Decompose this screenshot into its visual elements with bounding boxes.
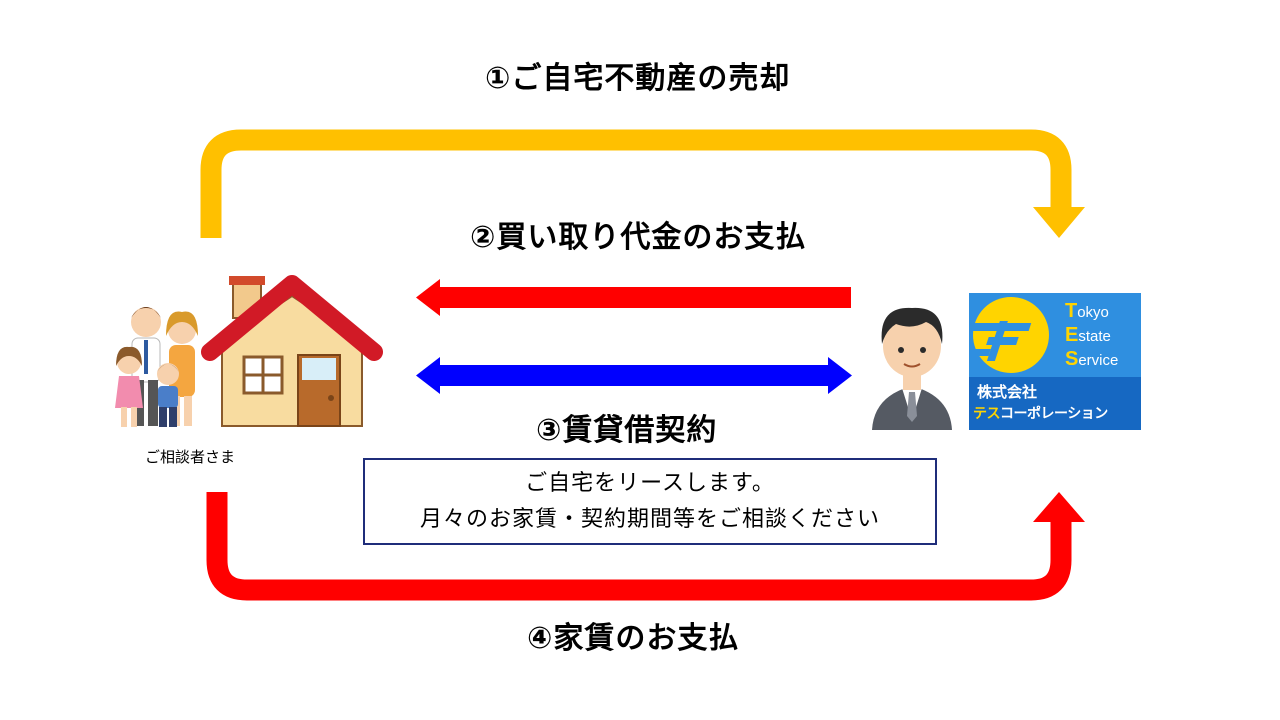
logo-word-estate: Estate	[1065, 324, 1111, 346]
lease-arrow-head-right	[828, 357, 852, 394]
step-1-label: ①ご自宅不動産の売却	[485, 61, 791, 96]
lease-arrow-shaft	[436, 365, 832, 386]
house-illustration	[201, 275, 383, 427]
payment-arrow-head	[416, 279, 440, 316]
payment-arrow-shaft	[438, 287, 851, 308]
rent-arrow	[206, 492, 1072, 601]
rent-arrow-head	[1033, 492, 1085, 522]
sale-arrow	[200, 129, 1072, 238]
logo-word-tokyo: Tokyo	[1065, 300, 1109, 322]
logo-company-band: 株式会社 テスコーポレーション	[969, 377, 1141, 430]
lease-arrow-head-left	[416, 357, 440, 394]
lease-note-box: ご自宅をリースします。 月々のお家賃・契約期間等をご相談ください	[363, 458, 937, 545]
lease-note-line-1: ご自宅をリースします。	[525, 471, 775, 496]
logo-mark-icon	[969, 297, 1049, 373]
businessman-illustration	[872, 307, 952, 430]
step-4-label: ④家賃のお支払	[527, 621, 740, 656]
logo-company-type: 株式会社	[977, 383, 1038, 401]
logo-company-name: テスコーポレーション	[973, 406, 1108, 422]
client-caption: ご相談者さま	[145, 448, 236, 466]
logo-word-service: Service	[1065, 348, 1119, 370]
step-2-label: ②買い取り代金のお支払	[470, 220, 807, 255]
company-logo: Tokyo Estate Service 株式会社 テスコーポレーション	[969, 293, 1141, 430]
family-illustration	[115, 307, 198, 427]
step-3-label: ③賃貸借契約	[536, 413, 718, 448]
sale-arrow-head	[1033, 207, 1085, 238]
lease-note-line-2: 月々のお家賃・契約期間等をご相談ください	[419, 507, 880, 532]
